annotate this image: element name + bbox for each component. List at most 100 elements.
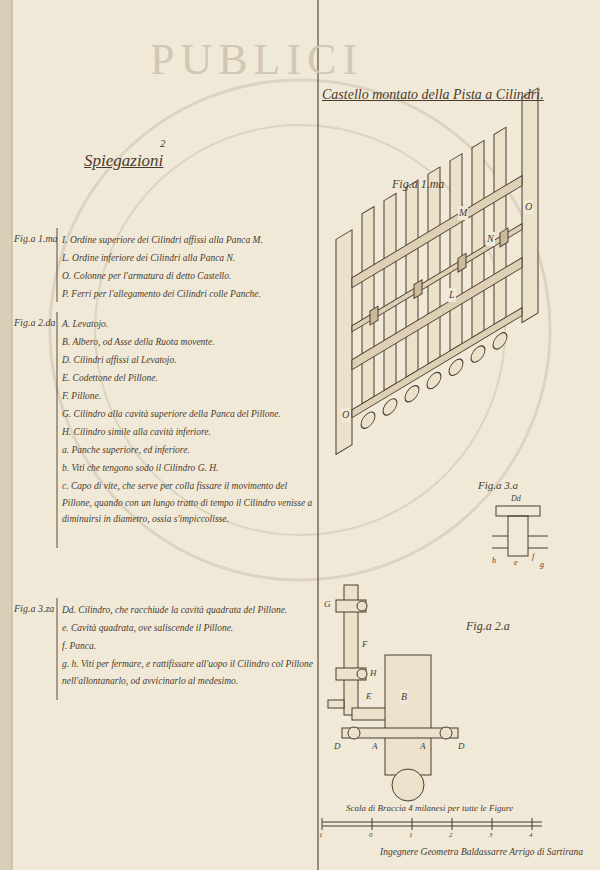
cylinder <box>449 356 463 378</box>
figure-ref: Fig.a 2.a <box>466 618 510 634</box>
upright <box>362 207 374 404</box>
section-heading: Spiegazioni <box>84 150 163 173</box>
part-letter: O <box>341 408 350 422</box>
legend-entry: G. Cilindro alla cavità superiore della … <box>62 406 316 423</box>
scale-bar <box>322 818 542 830</box>
scale-number: 1 <box>409 831 413 840</box>
square-cavity <box>508 516 528 556</box>
scale-number: 0 <box>369 831 373 840</box>
castle-figure <box>336 88 538 454</box>
part-letter: Dd <box>510 494 522 505</box>
part-letter: G <box>324 598 331 610</box>
watermark: PUBLICI <box>150 30 363 89</box>
shaft-end <box>392 769 424 801</box>
part-letter: L <box>448 288 456 302</box>
cylinder <box>357 669 367 679</box>
cylinder <box>471 343 485 365</box>
legend-entry: b. Viti che tengono sodo il Cilindro G. … <box>62 460 316 477</box>
cylinder <box>361 409 375 431</box>
upright <box>450 154 462 351</box>
part-letter: h <box>492 556 496 567</box>
part-letter: M <box>458 206 468 220</box>
part-letter: g <box>540 560 544 571</box>
legend-entry: I. Ordine superiore dei Cilindri affissi… <box>62 232 316 249</box>
page-number: 2 <box>160 136 166 151</box>
bolt <box>370 306 378 325</box>
cylinder <box>348 727 360 739</box>
scale-number: 2 <box>449 831 453 840</box>
upright <box>406 180 418 377</box>
bench-line <box>528 536 548 537</box>
upright <box>472 140 484 337</box>
legend-entry: L. Ordine inferiore dei Cilindri alla Pa… <box>62 250 316 267</box>
legend-entry: a. Panche superiore, ed inferiore. <box>62 442 316 459</box>
legend-entry: D. Cilindri affissi al Levatojo. <box>62 352 316 369</box>
column-rule <box>317 0 318 870</box>
bracket-line <box>57 598 58 700</box>
cylinder <box>357 601 367 611</box>
part-letter: A <box>420 740 426 752</box>
scale-number: 1 <box>319 831 323 840</box>
legend-entry: P. Ferri per l'allegamento dei Cilindri … <box>62 286 316 303</box>
part-letter: D <box>458 740 465 752</box>
figure-ref: Fig.a 1.ma <box>392 176 444 192</box>
base-bench <box>352 308 522 418</box>
bench <box>352 258 522 370</box>
part-letter: E <box>366 690 372 702</box>
cylinder-top <box>496 506 540 516</box>
legend-entry: B. Albero, od Asse della Ruota movente. <box>62 334 316 351</box>
part-letter: A <box>372 740 378 752</box>
bolt <box>500 228 508 247</box>
legend-entry: f. Panca. <box>62 638 316 655</box>
cylinder <box>440 727 452 739</box>
bench-line <box>492 548 508 549</box>
figure-ref: Fig.a 1.ma <box>14 232 58 246</box>
screw-head <box>328 700 344 708</box>
legend-entry: c. Capo di vite, che serve per colla fis… <box>62 478 316 528</box>
levatojo <box>342 728 458 738</box>
bolt <box>414 280 422 299</box>
scale-number: 4 <box>529 831 533 840</box>
part-letter: B <box>400 690 408 704</box>
fig2-detail <box>328 585 458 801</box>
bench-line <box>492 536 508 537</box>
legend-entry: O. Colonne per l'armatura di detto Caste… <box>62 268 316 285</box>
legend-entry: e. Cavità quadrata, ove saliscende il Pi… <box>62 620 316 637</box>
bracket-line <box>57 312 58 548</box>
part-letter: D <box>334 740 341 752</box>
page-fold-edge <box>12 0 13 870</box>
legend-entry: H. Cilindro simile alla cavità inferiore… <box>62 424 316 441</box>
part-letter: f <box>532 552 534 563</box>
bench <box>352 176 522 288</box>
legend-entry: F. Pillone. <box>62 388 316 405</box>
column-post <box>336 230 352 455</box>
part-letter: e <box>514 558 518 569</box>
upright <box>384 193 396 390</box>
scale-number: 3 <box>489 831 493 840</box>
bolt <box>458 253 466 272</box>
shaft <box>385 655 431 775</box>
part-letter: F <box>362 638 368 650</box>
legend-entry: g. h. Viti per fermare, e rattifissare a… <box>62 656 316 689</box>
cylinder-clamp <box>336 600 366 612</box>
figure-ref: Fig.a 3.a <box>478 478 518 493</box>
cylinder <box>493 330 507 352</box>
stamp-ring <box>50 80 550 580</box>
legend-entry: Dd. Cilindro, che racchiude la cavità qu… <box>62 602 316 619</box>
sheet-title: Castello montato della Pista a Cilindri. <box>322 86 544 105</box>
part-letter: O <box>524 200 533 214</box>
upright <box>428 167 440 364</box>
legend-entry: E. Codettone del Pillone. <box>62 370 316 387</box>
fig3-detail <box>492 506 548 556</box>
signature: Ingegnere Geometra Baldassarre Arrigo di… <box>380 846 583 859</box>
bench-line <box>528 548 548 549</box>
cylinder <box>427 369 441 391</box>
upright <box>494 127 506 324</box>
cylinder <box>383 396 397 418</box>
cylinder-clamp <box>336 668 366 680</box>
stamp-ring <box>95 125 505 535</box>
page-fold <box>0 0 12 870</box>
part-letter: H <box>370 667 377 679</box>
figure-ref: Fig.a 3.za <box>14 602 54 616</box>
column-post <box>522 88 538 323</box>
